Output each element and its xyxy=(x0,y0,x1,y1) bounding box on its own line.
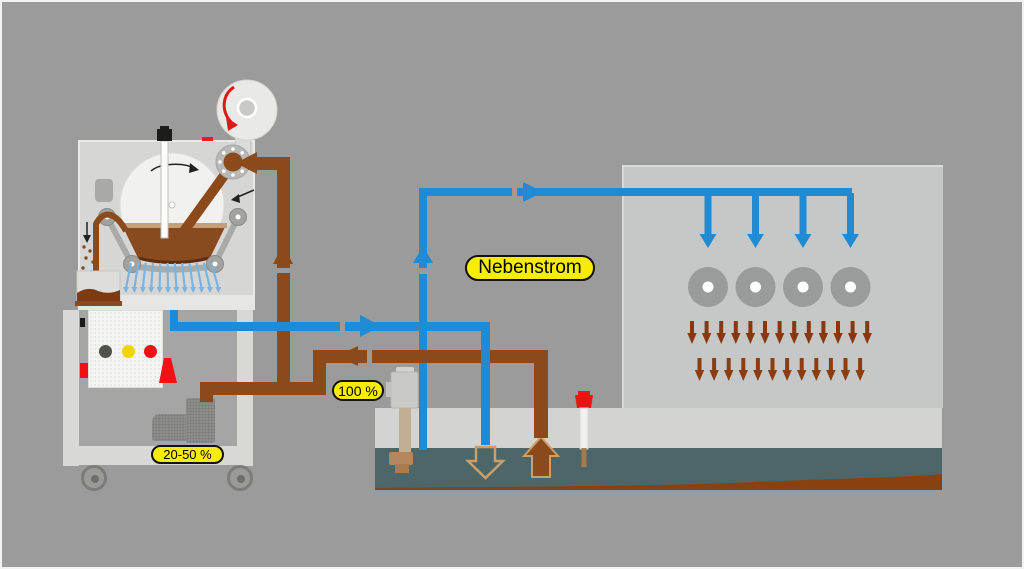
bypass-stream-label: Nebenstrom xyxy=(465,255,595,281)
dirty-flow-arrow-up xyxy=(273,245,293,264)
panel-button-red xyxy=(144,345,157,358)
panel-switch xyxy=(80,318,85,327)
caster-wheel-left xyxy=(81,465,107,491)
dirty-flow-arrow-left xyxy=(337,346,358,366)
filter-pump-motor xyxy=(152,414,189,441)
dirty-flow-arrow-into-filter xyxy=(236,152,257,174)
dirty-pipe-pump-drop xyxy=(200,393,213,402)
dirty-pipe-to-flange xyxy=(248,157,290,170)
filter-pump xyxy=(186,398,215,443)
bypass-flow-label: 20-50 % xyxy=(151,445,224,464)
clean-pipe-horizontal xyxy=(170,322,490,331)
dirty-pipe-tank-vertical xyxy=(534,350,548,438)
coolant-tank-rim xyxy=(375,408,942,448)
panel-red-marker xyxy=(80,363,88,378)
panel-button-yellow xyxy=(122,345,135,358)
dirty-pipe-riser xyxy=(277,170,290,395)
filter-unit-tray xyxy=(78,295,255,310)
caster-wheel-right xyxy=(227,465,253,491)
control-panel xyxy=(88,310,163,388)
supply-flow-arrow-up xyxy=(413,246,433,263)
clean-pipe-stub xyxy=(170,310,178,324)
panel-button-black xyxy=(99,345,112,358)
supply-pipe-horizontal xyxy=(419,188,852,196)
supply-flow-arrow-right xyxy=(523,182,543,202)
clean-flow-arrow-right xyxy=(360,315,381,337)
dirty-pipe-lower-horizontal xyxy=(200,382,326,395)
filter-cart-leg-left xyxy=(63,310,79,466)
clean-pipe-down-to-tank xyxy=(481,322,490,445)
main-flow-label: 100 % xyxy=(332,380,384,401)
supply-pipe-riser xyxy=(419,188,427,450)
